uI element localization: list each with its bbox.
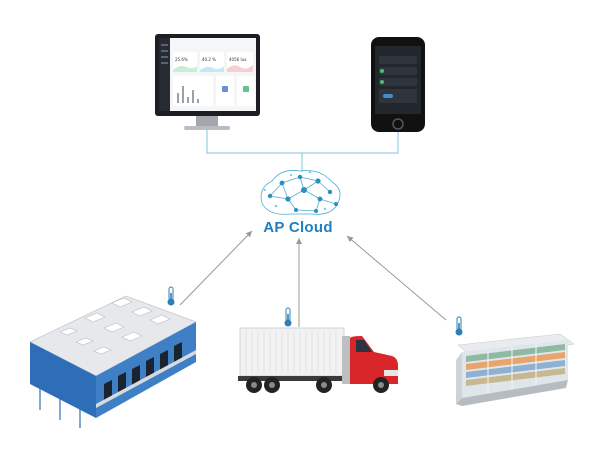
refrigerated-truck — [238, 327, 398, 393]
client-connector — [206, 130, 399, 172]
cold-storage-warehouse — [29, 295, 197, 428]
cloud-label: AP Cloud — [263, 219, 333, 236]
thermometer-icon — [167, 286, 175, 306]
dashboard-metric-2: 40.2 % — [200, 52, 224, 72]
desktop-monitor: 25.6% 40.2 % 4056 lux — [155, 34, 260, 130]
metric-1-value: 25.6% — [175, 57, 188, 62]
upload-arrows — [179, 230, 447, 327]
metric-2-value: 40.2 % — [202, 57, 216, 62]
metric-3-value: 4056 lux — [229, 57, 247, 62]
dashboard-metric-1: 25.6% — [173, 52, 197, 72]
thermometer-icon — [455, 316, 463, 336]
dashboard-metric-3: 4056 lux — [227, 52, 253, 72]
refrigerated-display-case — [456, 333, 575, 406]
thermometer-icon — [284, 307, 292, 327]
brain-network-icon — [260, 170, 341, 215]
smartphone — [371, 37, 425, 132]
